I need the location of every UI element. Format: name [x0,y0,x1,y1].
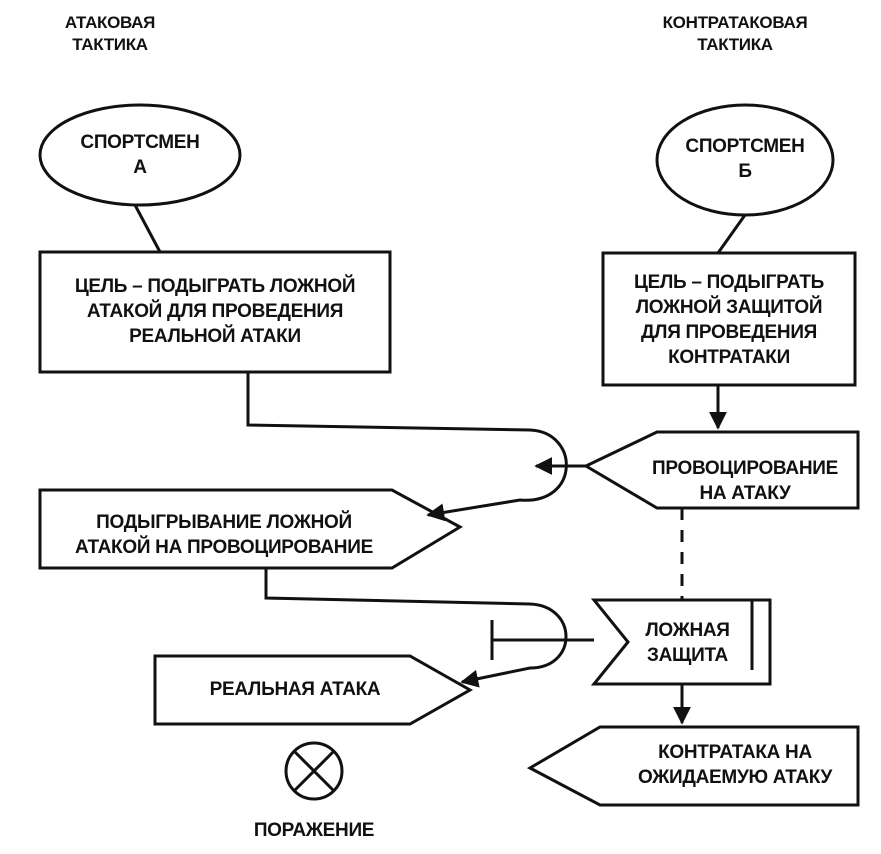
counter-tactic-header: КОНТРАТАКОВАЯ ТАКТИКА [645,12,825,56]
athlete-b-label: СПОРТСМЕН Б [665,134,825,184]
goal-a-line-2: АТАКОЙ ДЛЯ ПРОВЕДЕНИЯ [86,301,344,322]
fake-attack-to-real-attack-line [264,568,568,688]
fake-attack-shape [38,488,464,570]
attack-header-line-1: АТАКОВАЯ [64,13,156,32]
provocation-line-1: ПРОВОЦИРОВАНИЕ [652,458,838,479]
counter-header-line-1: КОНТРАТАКОВАЯ [662,13,808,32]
goal-b-box [601,251,857,387]
counterattack-shape [526,725,860,807]
counter-header-line-2: ТАКТИКА [697,35,773,54]
real-attack-label: РЕАЛЬНАЯ АТАКА [175,677,415,702]
fake-attack-line-2: АТАКОЙ НА ПРОВОЦИРОВАНИЕ [75,537,373,558]
defeat-text: ПОРАЖЕНИЕ [253,820,375,841]
false-defense-line-1: ЛОЖНАЯ [645,620,730,641]
goal-b-label: ЦЕЛЬ – ПОДЫГРАТЬ ЛОЖНОЙ ЗАЩИТОЙ ДЛЯ ПРОВ… [606,270,852,370]
false-defense-line-2: ЗАЩИТА [647,645,728,666]
goal-a-box [38,250,392,374]
goal-a-to-fake-attack-line [246,372,568,522]
athlete-a-line-2: А [133,157,147,178]
false-defense-label: ЛОЖНАЯ ЗАЩИТА [625,618,750,668]
athlete-a-connector [133,204,162,253]
defeat-cross-2 [292,749,336,793]
provocation-label: ПРОВОЦИРОВАНИЕ НА АТАКУ [630,456,860,506]
athlete-b-line-2: Б [738,161,752,182]
fake-attack-line-1: ПОДЫГРЫВАНИЕ ЛОЖНОЙ [96,512,352,533]
athlete-a-label: СПОРТСМЕН А [60,130,220,180]
athlete-a-line-1: СПОРТСМЕН [80,132,200,153]
attack-header-line-2: ТАКТИКА [72,35,148,54]
counterattack-label: КОНТРАТАКА НА ОЖИДАЕМУЮ АТАКУ [615,740,855,790]
real-attack-text: РЕАЛЬНАЯ АТАКА [209,679,381,700]
goal-a-line-1: ЦЕЛЬ – ПОДЫГРАТЬ ЛОЖНОЙ [74,276,356,297]
goal-b-line-4: КОНТРАТАКИ [668,347,790,368]
goal-b-line-1: ЦЕЛЬ – ПОДЫГРАТЬ [634,272,824,293]
athlete-b-connector [716,214,747,254]
counterattack-line-2: ОЖИДАЕМУЮ АТАКУ [637,767,833,788]
defeat-label: ПОРАЖЕНИЕ [224,818,404,843]
athlete-a-ellipse [38,103,242,207]
fake-attack-label: ПОДЫГРЫВАНИЕ ЛОЖНОЙ АТАКОЙ НА ПРОВОЦИРОВ… [44,510,404,560]
goal-a-label: ЦЕЛЬ – ПОДЫГРАТЬ ЛОЖНОЙ АТАКОЙ ДЛЯ ПРОВЕ… [44,274,386,349]
counterattack-line-1: КОНТРАТАКА НА [658,742,812,763]
goal-b-line-3: ДЛЯ ПРОВЕДЕНИЯ [640,322,818,343]
real-attack-shape [153,654,474,726]
provocation-line-2: НА АТАКУ [699,483,791,504]
goal-a-line-3: РЕАЛЬНОЙ АТАКИ [129,326,301,347]
athlete-b-line-1: СПОРТСМЕН [685,136,805,157]
provocation-shape [582,430,860,510]
attack-tactic-header: АТАКОВАЯ ТАКТИКА [40,12,180,56]
goal-b-line-2: ЛОЖНОЙ ЗАЩИТОЙ [635,297,823,318]
defeat-symbol [284,741,344,801]
